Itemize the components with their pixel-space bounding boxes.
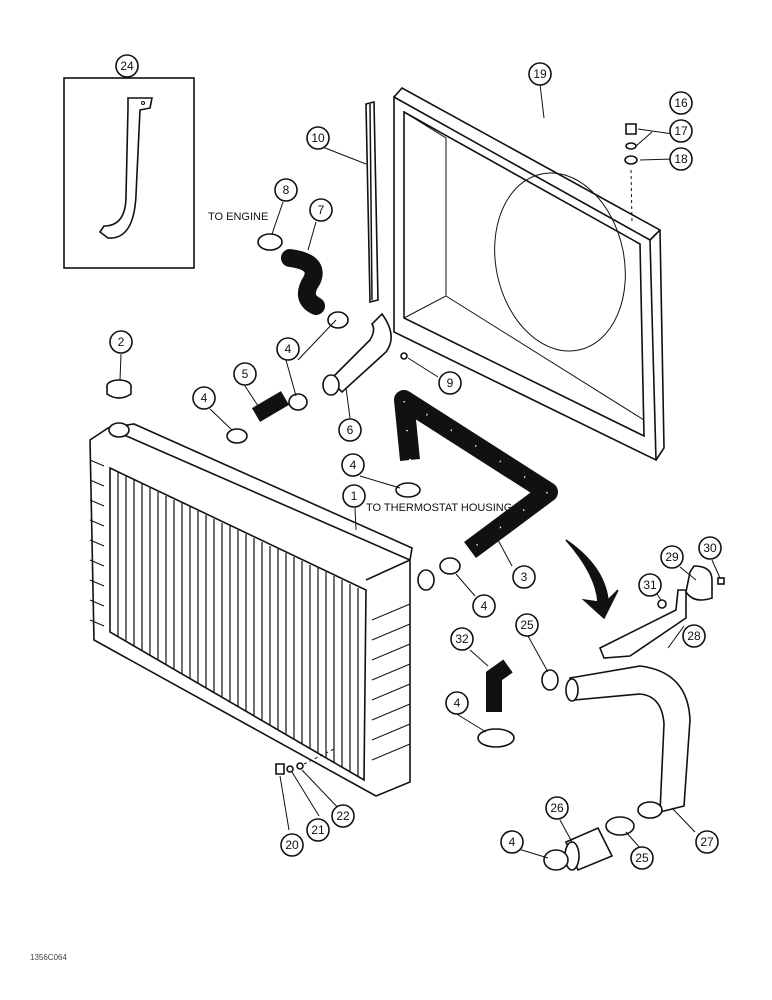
- svg-text:19: 19: [533, 67, 547, 81]
- svg-text:4: 4: [350, 458, 357, 472]
- svg-text:26: 26: [550, 801, 564, 815]
- mounting-hardware: [275, 747, 337, 775]
- callout-4-e: 4: [445, 691, 469, 715]
- hose-6: [322, 312, 392, 396]
- callout-18: 18: [669, 147, 693, 171]
- radiator-cap: [106, 379, 132, 399]
- callout-24: 24: [115, 54, 139, 78]
- svg-text:20: 20: [285, 838, 299, 852]
- svg-text:25: 25: [635, 851, 649, 865]
- direction-arrow: [565, 539, 619, 620]
- svg-text:16: 16: [674, 96, 688, 110]
- callout-4-a: 4: [276, 337, 300, 361]
- seal-strip: [365, 100, 379, 304]
- upper-hose: [257, 233, 349, 329]
- callout-2: 2: [109, 330, 133, 354]
- to-thermostat-label: TO THERMOSTAT HOUSING: [366, 502, 512, 514]
- callout-4-f: 4: [500, 830, 524, 854]
- svg-text:4: 4: [509, 835, 516, 849]
- callout-10: 10: [306, 126, 330, 150]
- svg-text:4: 4: [201, 391, 208, 405]
- svg-text:1: 1: [351, 489, 358, 503]
- fan-shroud: [393, 86, 665, 462]
- svg-text:2: 2: [118, 335, 125, 349]
- hose-5: [226, 391, 308, 444]
- svg-text:3: 3: [521, 570, 528, 584]
- callout-4-b: 4: [192, 386, 216, 410]
- hose-32: [477, 659, 515, 748]
- callout-20: 20: [280, 833, 304, 857]
- svg-text:22: 22: [336, 809, 350, 823]
- callout-27: 27: [695, 830, 719, 854]
- svg-text:5: 5: [242, 367, 249, 381]
- svg-text:6: 6: [347, 423, 354, 437]
- svg-text:18: 18: [674, 152, 688, 166]
- bracket-28: [598, 565, 725, 659]
- svg-text:17: 17: [674, 124, 688, 138]
- callout-7: 7: [309, 198, 333, 222]
- svg-text:27: 27: [700, 835, 714, 849]
- callout-21: 21: [306, 818, 330, 842]
- hose-26: [543, 816, 635, 872]
- callout-29: 29: [660, 545, 684, 569]
- callout-3: 3: [512, 565, 536, 589]
- svg-text:8: 8: [283, 183, 290, 197]
- svg-text:4: 4: [285, 342, 292, 356]
- svg-text:10: 10: [311, 131, 325, 145]
- bolt-washers: [624, 123, 638, 223]
- callout-22: 22: [331, 804, 355, 828]
- svg-text:4: 4: [454, 696, 461, 710]
- callout-9: 9: [438, 371, 462, 395]
- svg-text:9: 9: [447, 376, 454, 390]
- radiator-core-fins: [117, 472, 359, 776]
- callout-28: 28: [682, 624, 706, 648]
- svg-text:30: 30: [703, 541, 717, 555]
- callout-25-b: 25: [630, 846, 654, 870]
- callout-19: 19: [528, 62, 552, 86]
- callout-8: 8: [274, 178, 298, 202]
- callout-4-c: 4: [341, 453, 365, 477]
- callout-25-a: 25: [515, 613, 539, 637]
- svg-text:29: 29: [665, 550, 679, 564]
- svg-text:28: 28: [687, 629, 701, 643]
- leader-lines: [119, 75, 721, 859]
- callout-1: 1: [342, 484, 366, 508]
- callout-26: 26: [545, 796, 569, 820]
- svg-text:21: 21: [311, 823, 325, 837]
- figure-code: 1356C064: [30, 953, 67, 962]
- svg-text:25: 25: [520, 618, 534, 632]
- small-fitting: [400, 352, 408, 360]
- radiator: [89, 422, 435, 797]
- svg-text:24: 24: [120, 59, 134, 73]
- svg-text:4: 4: [481, 599, 488, 613]
- callout-30: 30: [698, 536, 722, 560]
- lower-hose: [394, 390, 558, 575]
- callout-17: 17: [669, 119, 693, 143]
- callout-6: 6: [338, 418, 362, 442]
- callout-5: 5: [233, 362, 257, 386]
- tube-27: [541, 665, 691, 819]
- svg-text:31: 31: [643, 578, 657, 592]
- radiator-side-tank: [89, 459, 411, 761]
- svg-text:7: 7: [318, 203, 325, 217]
- callout-31: 31: [638, 573, 662, 597]
- callout-32: 32: [450, 627, 474, 651]
- svg-text:32: 32: [455, 632, 469, 646]
- to-engine-label: TO ENGINE: [208, 211, 268, 223]
- callout-16: 16: [669, 91, 693, 115]
- callout-4-d: 4: [472, 594, 496, 618]
- inset-box: [63, 77, 195, 269]
